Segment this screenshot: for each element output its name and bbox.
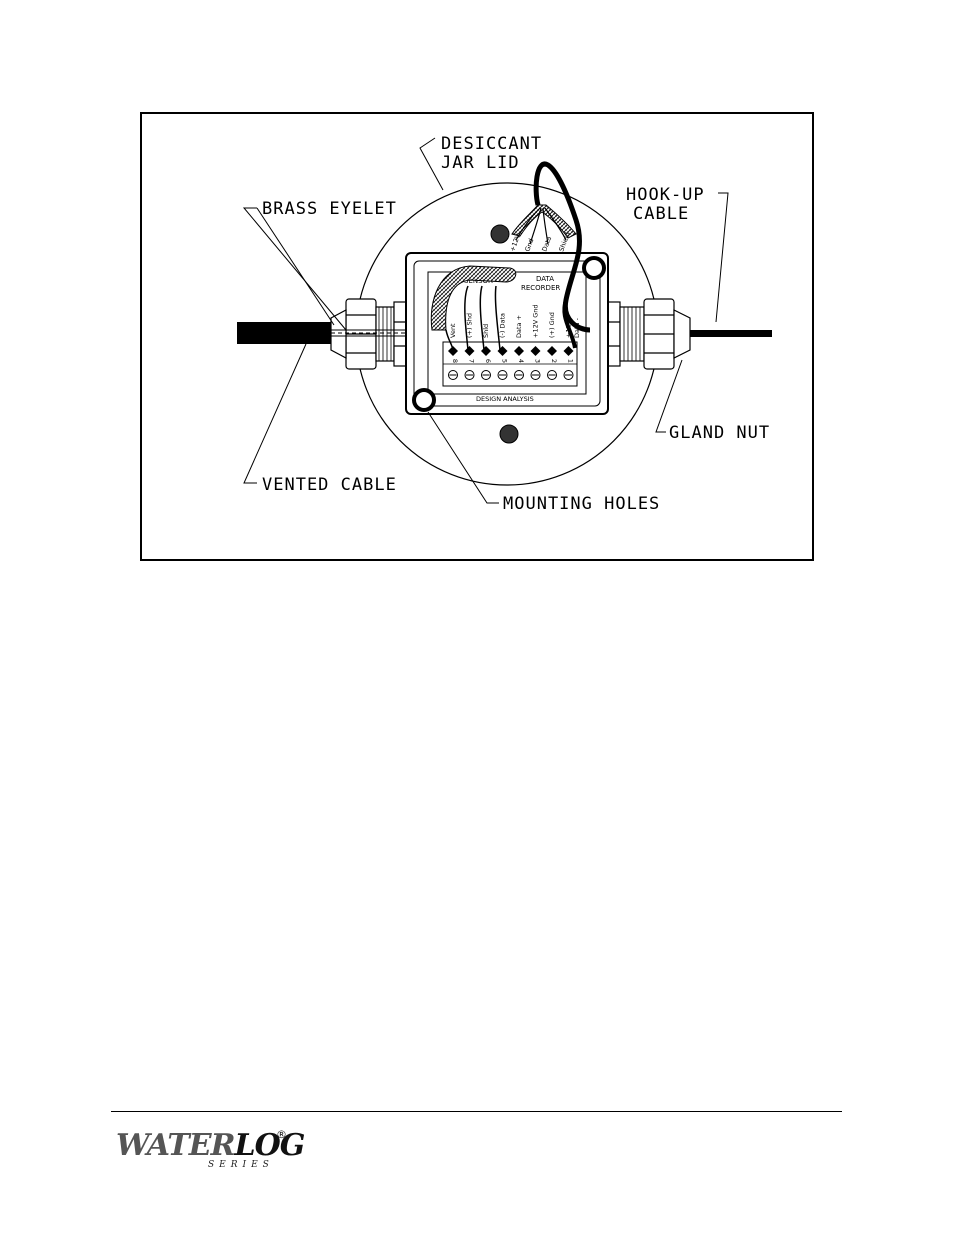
vented-cable xyxy=(237,322,331,344)
hookup-cable-label-1: HOOK-UP xyxy=(626,185,705,205)
logo-log: LOG xyxy=(234,1128,306,1163)
hookup-fan-wires xyxy=(515,207,567,245)
terminal-label: (+) Gnd xyxy=(548,312,556,338)
logo-series: SERIES xyxy=(208,1160,274,1170)
terminal-label: +12V Gnd xyxy=(532,304,540,338)
vented-cable-label: VENTED CABLE xyxy=(262,475,397,495)
terminal-clamp xyxy=(563,346,574,356)
terminal-clamp xyxy=(464,346,475,356)
terminal-clamp xyxy=(547,346,557,356)
sensor-wires xyxy=(445,285,501,351)
hookup-shield-braid xyxy=(511,204,577,239)
hookup-wire-label: Shield xyxy=(557,231,571,253)
sensor-shield-braid xyxy=(430,265,517,331)
figure-frame xyxy=(140,112,814,561)
hookup-wire-label: Gnd xyxy=(523,237,535,252)
terminal-numbers: 8 7 6 5 4 3 2 1 xyxy=(451,359,575,363)
sensor-section-label: SENSOR xyxy=(464,277,493,285)
hookup-wire-label: Data xyxy=(540,235,553,252)
mounting-hole-bottom-left xyxy=(412,388,436,412)
terminal-clamp xyxy=(530,346,541,356)
terminal-number: 1 xyxy=(567,359,575,363)
footer-divider xyxy=(111,1111,842,1112)
terminal-number: 7 xyxy=(468,359,476,363)
logo-wordmark: WATERLOG xyxy=(116,1128,306,1163)
recorder-section-label-1: DATA xyxy=(536,275,554,283)
mounting-hole-top-right xyxy=(582,256,606,280)
gland-nut-label: GLAND NUT xyxy=(669,423,770,443)
recorder-section-label-2: RECORDER xyxy=(521,284,560,292)
lid-hole-bottom xyxy=(499,424,519,444)
left-gland-nut xyxy=(330,298,411,370)
terminal-number: 8 xyxy=(451,359,459,363)
hookup-cable xyxy=(688,330,772,337)
desiccant-jar-lid-label-1: DESICCANT xyxy=(441,134,542,154)
terminal-label: (-) Data xyxy=(499,313,507,338)
leader-lines xyxy=(242,137,729,504)
logo-water: WATER xyxy=(116,1128,236,1163)
terminal-number: 6 xyxy=(484,359,492,363)
waterlog-logo: WATERLOG ® SERIES xyxy=(116,1128,305,1176)
terminal-label: Shld xyxy=(482,324,490,338)
brass-eyelet-label: BRASS EYELET xyxy=(262,199,397,219)
terminal-label: Vent xyxy=(449,323,457,338)
terminal-number: 3 xyxy=(534,359,542,363)
terminal-clamp xyxy=(514,346,524,356)
terminal-number: 5 xyxy=(501,359,509,363)
desiccant-jar-lid-label-2: JAR LID xyxy=(441,153,520,173)
registered-mark: ® xyxy=(276,1128,287,1141)
hookup-cable-label-2: CABLE xyxy=(633,204,689,224)
terminal-number: 4 xyxy=(517,359,525,363)
board-brand-text: DESIGN ANALYSIS xyxy=(476,395,534,403)
terminal-strip xyxy=(442,341,578,387)
lid-hole-top xyxy=(490,224,510,244)
terminal-clamp xyxy=(448,346,458,356)
right-gland-nut xyxy=(603,298,691,370)
terminal-label: Data + xyxy=(515,315,523,338)
mounting-holes-label: MOUNTING HOLES xyxy=(503,494,660,514)
terminal-number: 2 xyxy=(550,359,558,363)
hookup-wire-label: +12V xyxy=(508,232,522,252)
terminal-label: (+) Shd xyxy=(466,313,474,338)
